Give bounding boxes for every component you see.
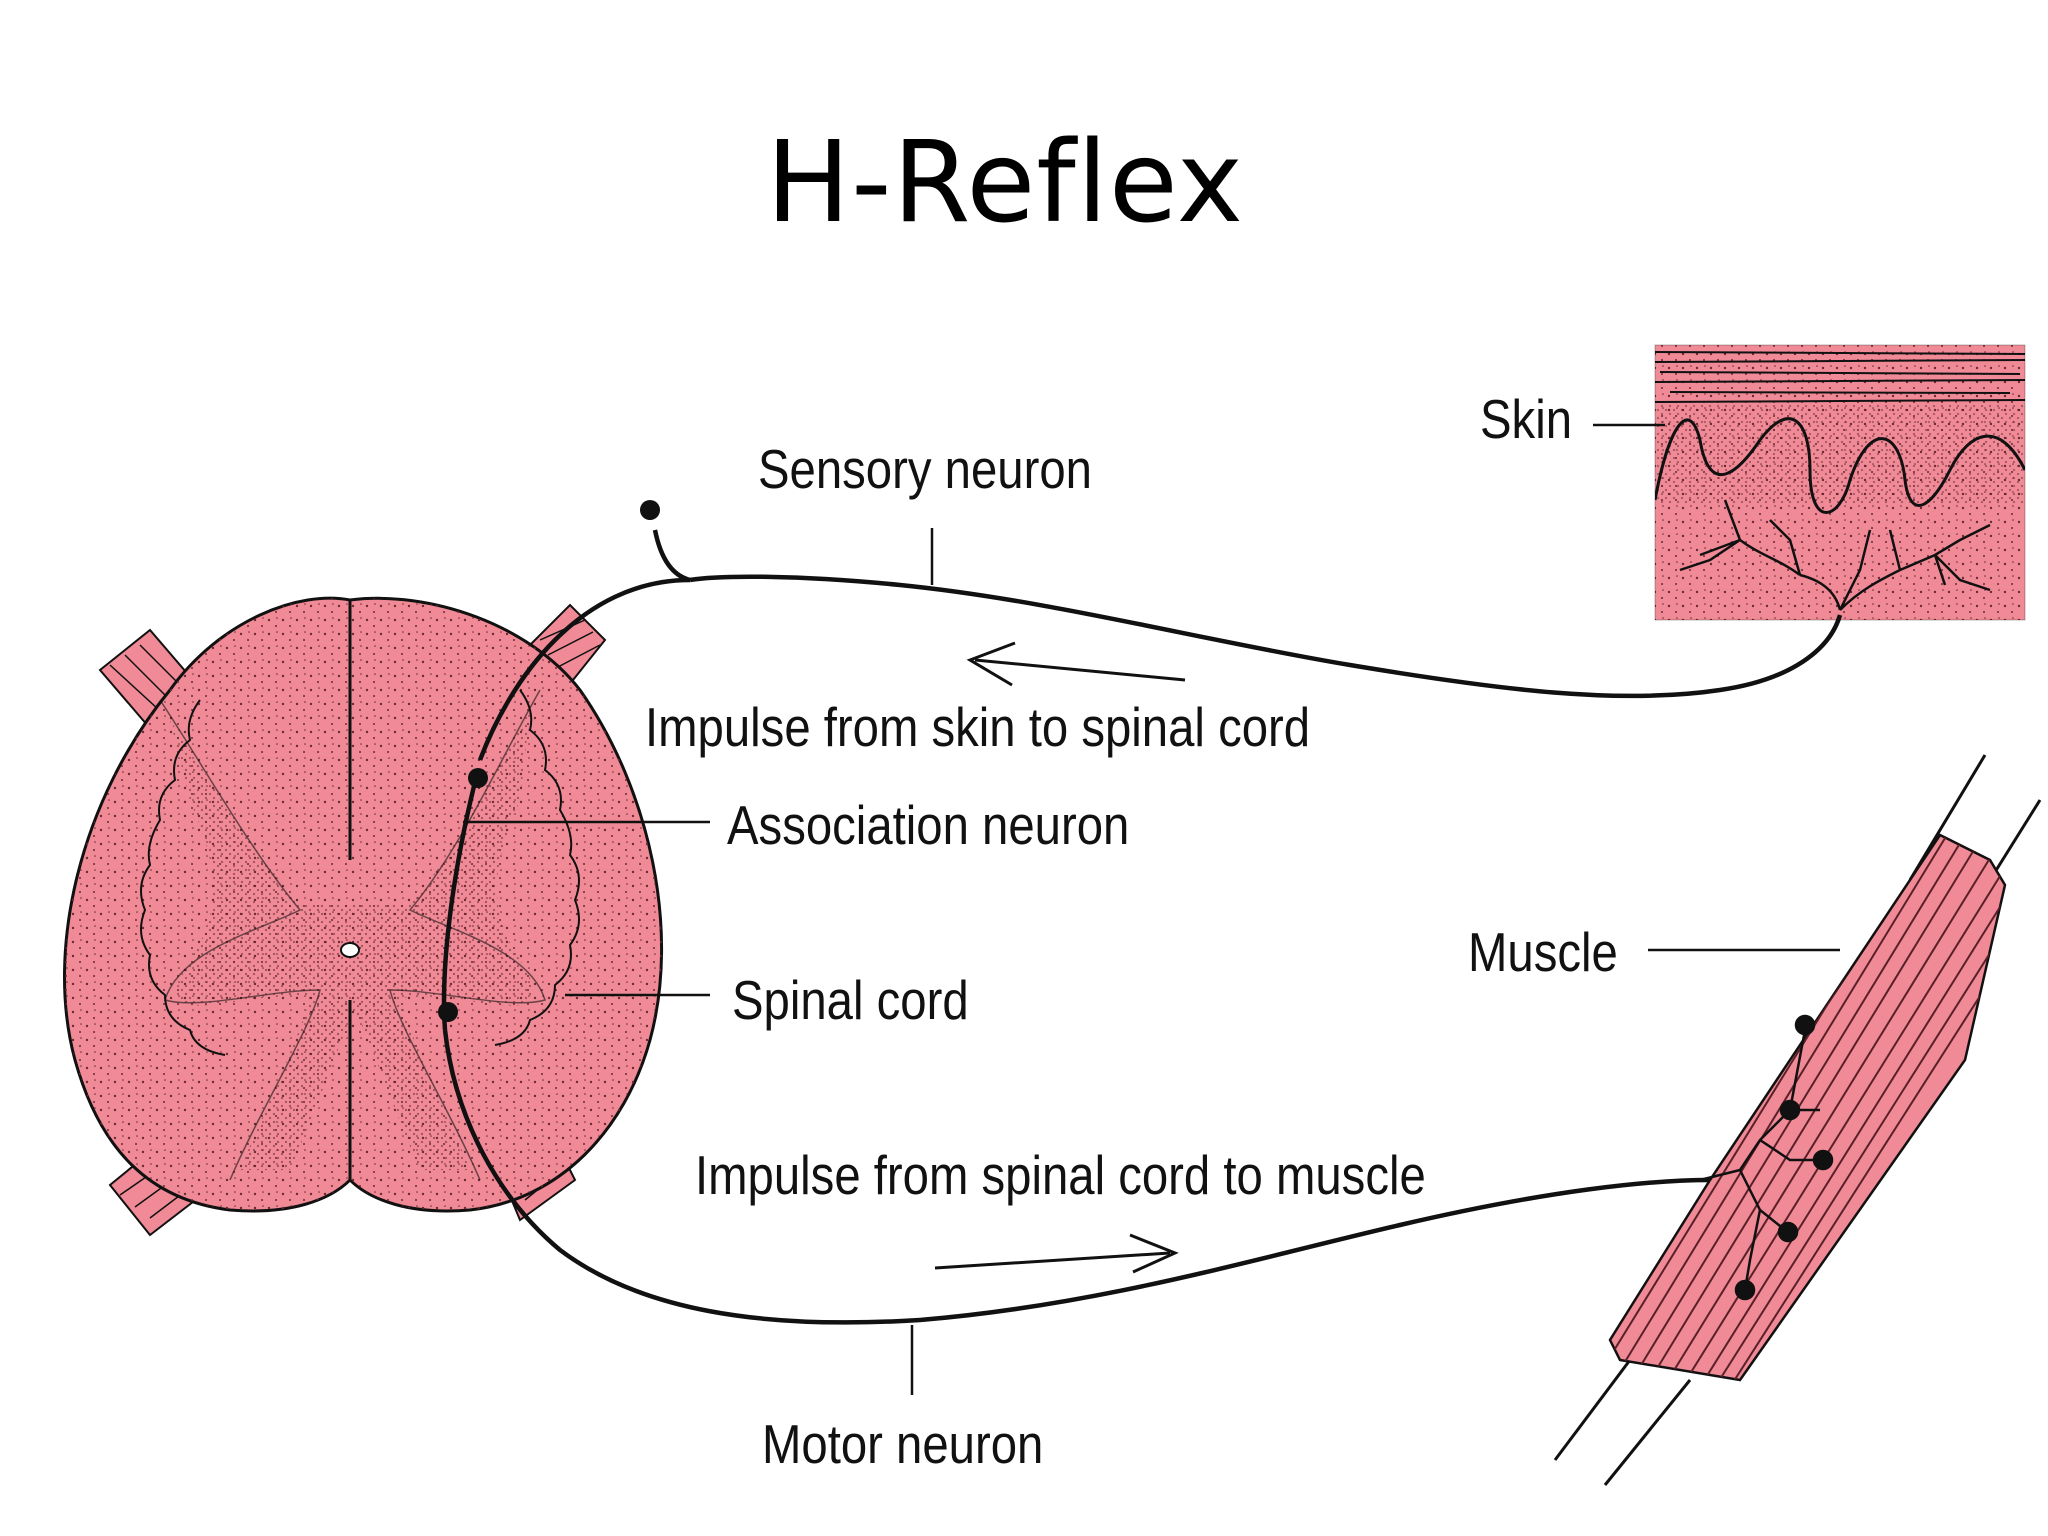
association-neuron	[441, 769, 481, 1031]
motor-end-plates	[1699, 1014, 1834, 1301]
label-association-neuron: Association neuron	[727, 794, 1130, 856]
spinal-cord-section	[62, 596, 664, 1237]
label-impulse-cord-to-muscle: Impulse from spinal cord to muscle	[695, 1144, 1426, 1206]
label-impulse-skin-to-cord: Impulse from skin to spinal cord	[645, 696, 1311, 758]
label-motor-neuron: Motor neuron	[762, 1413, 1044, 1475]
leader-lines	[463, 423, 1840, 1395]
central-canal	[340, 942, 360, 958]
muscle	[1553, 754, 2042, 1486]
label-sensory-neuron: Sensory neuron	[758, 438, 1092, 500]
label-muscle: Muscle	[1468, 921, 1618, 983]
motor-neuron	[442, 1029, 1711, 1325]
sensory-receptor-end	[640, 500, 660, 520]
impulse-arrow-right	[934, 1233, 1179, 1274]
impulse-arrow-left	[966, 641, 1186, 687]
skin-block	[1655, 345, 2025, 620]
label-skin: Skin	[1480, 388, 1573, 450]
sensory-neuron	[477, 529, 1843, 761]
slide-title: H-Reflex	[765, 118, 1245, 248]
label-spinal-cord: Spinal cord	[732, 969, 969, 1031]
